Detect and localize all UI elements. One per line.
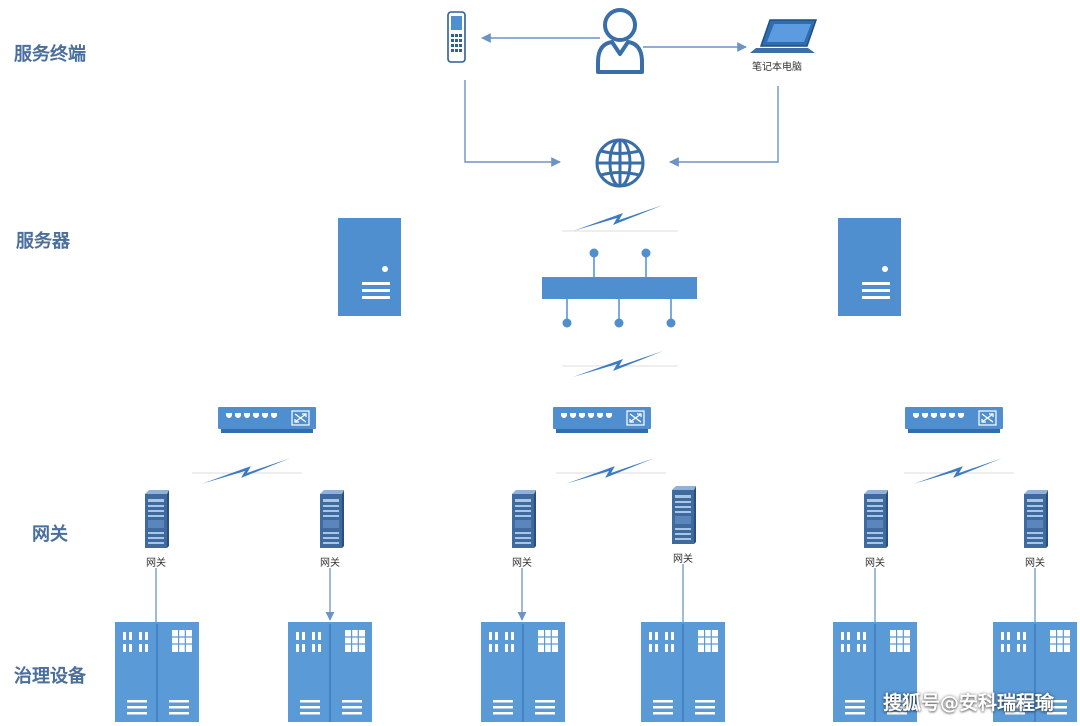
gateway-icon <box>320 490 344 548</box>
watermark: 搜狐号@安科瑞程瑜 <box>882 692 1054 714</box>
phone-globe-link <box>464 80 561 167</box>
gateway-label: 网关 <box>865 558 885 569</box>
lightning-icon <box>562 351 678 377</box>
gateway-icon <box>145 490 169 548</box>
lightning-icon <box>562 205 678 232</box>
gateway-icon <box>1024 490 1048 548</box>
switch-icon <box>905 406 1003 434</box>
phone-icon <box>447 11 466 63</box>
switch-icon <box>218 406 316 434</box>
gateway-label: 网关 <box>673 554 693 565</box>
hub-icon <box>542 248 697 328</box>
gateway-icon <box>672 486 696 544</box>
row-label-server: 服务器 <box>16 231 70 252</box>
cabinet-icon <box>641 622 725 722</box>
user-icon <box>596 8 644 74</box>
gateway-label: 网关 <box>146 558 166 569</box>
lightning-icon <box>192 458 302 484</box>
switch-icon <box>553 406 651 434</box>
globe-icon <box>595 138 645 188</box>
laptop-globe-link <box>669 86 779 167</box>
gateway-icon <box>512 490 536 548</box>
server-icon <box>338 218 401 316</box>
laptop-label: 笔记本电脑 <box>752 62 802 73</box>
cabinet-icon <box>115 622 199 722</box>
gateway-icon <box>864 490 888 548</box>
gateway-label: 网关 <box>512 558 532 569</box>
row-label-device: 治理设备 <box>14 666 86 687</box>
server-icon <box>838 218 901 316</box>
gateway-label: 网关 <box>1025 558 1045 569</box>
lightning-icon <box>904 458 1014 484</box>
row-label-gateway: 网关 <box>32 524 68 545</box>
cabinet-icon <box>481 622 565 722</box>
cabinet-icon <box>288 622 372 722</box>
gateway-label: 网关 <box>320 558 340 569</box>
row-label-terminal: 服务终端 <box>14 44 86 65</box>
laptop-icon <box>750 19 818 53</box>
lightning-icon <box>556 458 666 484</box>
